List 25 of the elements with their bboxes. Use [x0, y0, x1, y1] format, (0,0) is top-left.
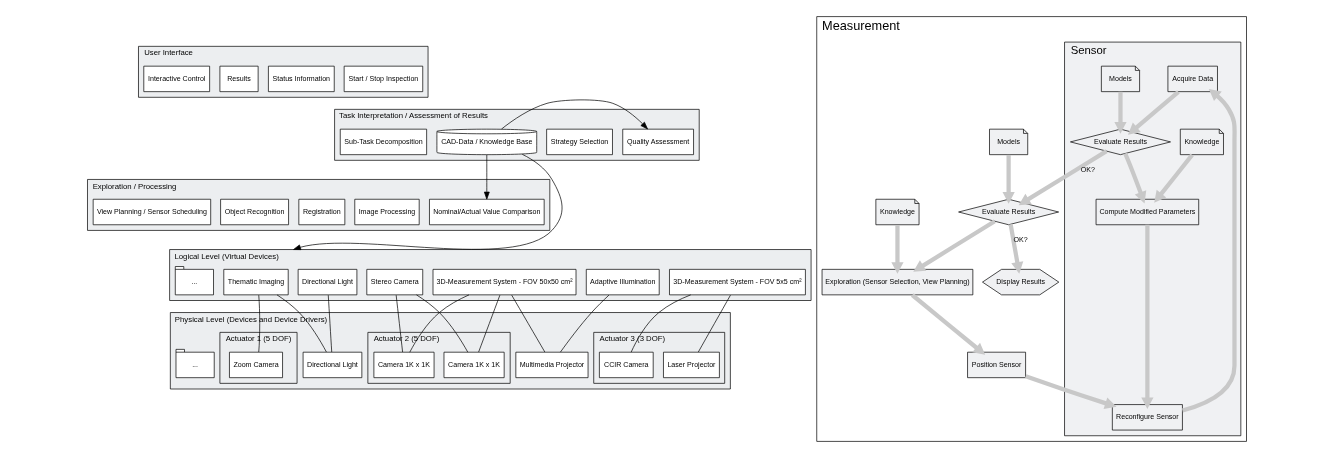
arrow — [483, 154, 490, 200]
arrow — [1113, 91, 1127, 134]
connector — [510, 294, 545, 353]
arrow — [1122, 152, 1146, 204]
connector — [477, 294, 500, 353]
connector — [327, 294, 332, 353]
connector — [276, 294, 327, 353]
arrow — [1153, 153, 1194, 203]
arrow — [500, 99, 648, 130]
arrow — [910, 293, 985, 355]
arrow — [1127, 90, 1180, 135]
connector — [630, 294, 691, 353]
connector — [395, 294, 403, 353]
arrow — [1018, 149, 1108, 206]
arrow — [292, 153, 562, 250]
arrow — [1140, 224, 1153, 410]
arrow — [1024, 374, 1117, 410]
connector — [697, 294, 731, 353]
arrow — [1008, 224, 1023, 274]
arrow — [1002, 154, 1015, 204]
connector — [257, 294, 260, 353]
arrow — [890, 225, 904, 274]
arrow — [1181, 88, 1237, 413]
arrow — [912, 219, 996, 272]
connector — [559, 294, 609, 353]
